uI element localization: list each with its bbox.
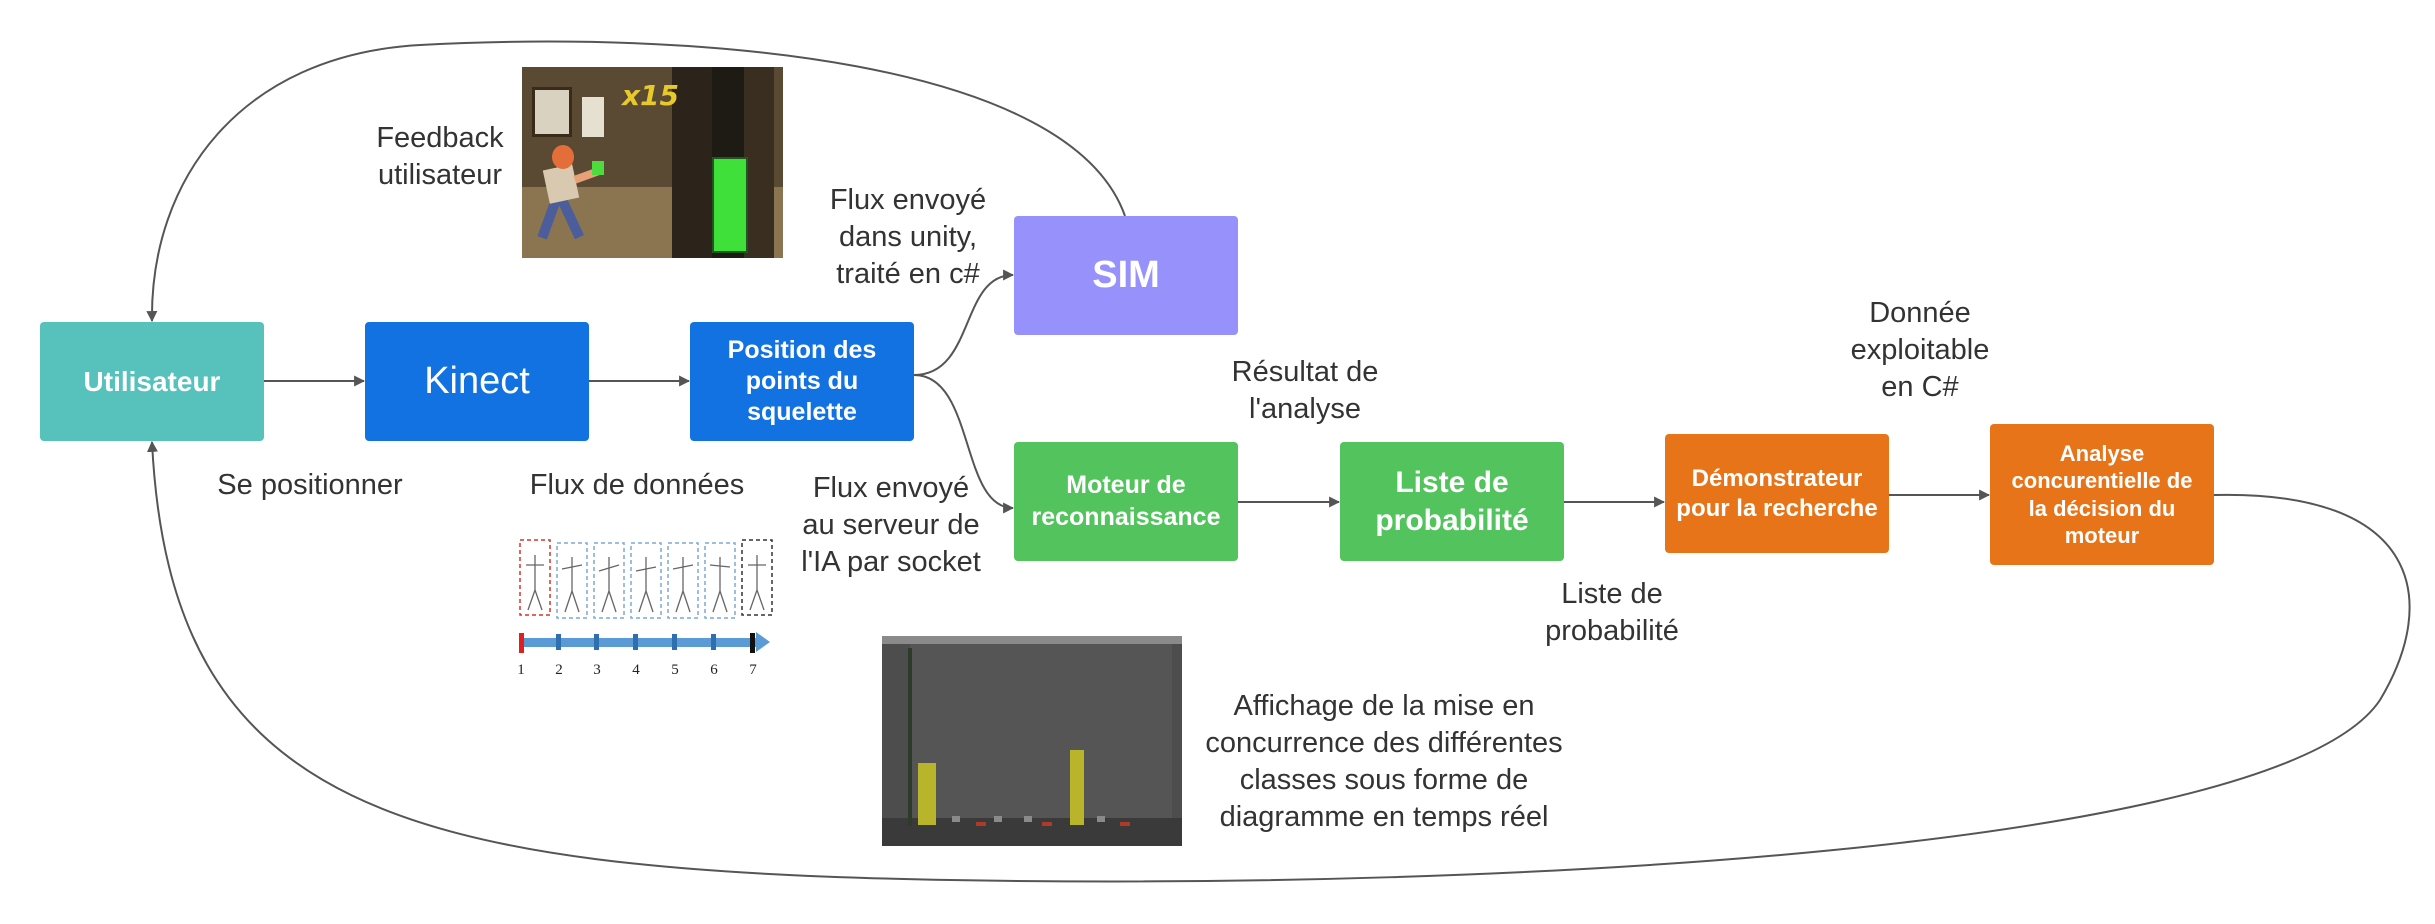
label-resultat-analyse: Résultat de l'analyse bbox=[1231, 356, 1379, 425]
game-wall-scroll bbox=[582, 97, 604, 137]
frame-number: 7 bbox=[749, 662, 757, 678]
timeline-track bbox=[522, 638, 762, 647]
timeline-start-marker bbox=[519, 633, 524, 653]
timeline-tick bbox=[594, 634, 599, 650]
node-position-label: Position des points du squelette bbox=[727, 335, 877, 427]
chart-bar bbox=[1042, 822, 1052, 826]
node-liste-probabilite: Liste de probabilité bbox=[1340, 442, 1564, 561]
skeleton-frame bbox=[519, 539, 551, 616]
node-kinect: Kinect bbox=[365, 322, 589, 441]
edge-position-moteur bbox=[913, 374, 1015, 514]
game-pillar-right bbox=[744, 67, 774, 258]
skeleton-figure bbox=[561, 557, 583, 613]
frame-number: 6 bbox=[710, 662, 718, 678]
timeline-arrowhead bbox=[756, 632, 770, 652]
label-flux-serveur-ia: Flux envoyé au serveur de l'IA par socke… bbox=[801, 472, 981, 578]
node-analyse-concurentielle: Analyse concurentielle de la décision du… bbox=[1990, 424, 2214, 565]
game-character-item bbox=[592, 161, 604, 175]
frame-number: 2 bbox=[555, 662, 563, 678]
label-feedback-utilisateur: Feedback utilisateur bbox=[376, 122, 504, 191]
skeleton-figure bbox=[672, 557, 694, 613]
game-score-text: x15 bbox=[622, 79, 680, 112]
frame-number: 3 bbox=[593, 662, 601, 678]
edge-position-sim bbox=[913, 269, 1015, 376]
frame-number: 4 bbox=[632, 662, 640, 678]
node-utilisateur: Utilisateur bbox=[40, 322, 264, 441]
skeleton-figure bbox=[748, 555, 766, 611]
game-screenshot-image: x15 bbox=[522, 67, 783, 258]
chart-bar bbox=[994, 816, 1002, 822]
node-analyse-label: Analyse concurentielle de la décision du… bbox=[2011, 440, 2193, 549]
chart-bar bbox=[976, 822, 986, 826]
node-sim-label: SIM bbox=[1092, 253, 1160, 296]
chart-bar bbox=[918, 763, 936, 825]
node-utilisateur-label: Utilisateur bbox=[83, 366, 221, 397]
label-flux-unity: Flux envoyé dans unity, traité en c# bbox=[829, 184, 987, 290]
node-demonstrateur: Démonstrateur pour la recherche bbox=[1665, 434, 1889, 553]
skeleton-frame bbox=[704, 542, 736, 619]
skeleton-sequence-image: 1 2 3 4 5 6 7 bbox=[517, 539, 773, 678]
node-sim: SIM bbox=[1014, 216, 1238, 335]
skeleton-frame bbox=[630, 542, 662, 619]
skeleton-frame bbox=[593, 542, 625, 619]
label-affichage-diagramme: Affichage de la mise en concurrence des … bbox=[1205, 690, 1563, 833]
game-wall-portrait bbox=[532, 87, 572, 137]
label-liste-probabilite: Liste de probabilité bbox=[1545, 578, 1679, 647]
timeline-tick bbox=[633, 634, 638, 650]
skeleton-figure bbox=[598, 557, 620, 613]
frame-number: 1 bbox=[517, 662, 525, 678]
timeline-end-marker bbox=[750, 633, 755, 653]
chart-bar bbox=[1097, 816, 1105, 822]
chart-bar bbox=[1120, 822, 1130, 826]
timeline-tick bbox=[711, 634, 716, 650]
skeleton-figure bbox=[526, 555, 544, 611]
node-position-squelette: Position des points du squelette bbox=[690, 322, 914, 441]
skeleton-frame bbox=[741, 539, 773, 616]
timeline-tick bbox=[556, 634, 561, 650]
chart-top-bar bbox=[882, 636, 1182, 644]
skeleton-figure bbox=[635, 557, 657, 613]
chart-bar bbox=[1024, 816, 1032, 822]
node-moteur-reconnaissance: Moteur de reconnaissance bbox=[1014, 442, 1238, 561]
chart-bar bbox=[1070, 750, 1084, 825]
skeleton-frame bbox=[667, 542, 699, 619]
skeleton-frame bbox=[556, 542, 588, 619]
node-kinect-label: Kinect bbox=[424, 359, 530, 402]
node-demo-label: Démonstrateur pour la recherche bbox=[1676, 464, 1878, 522]
node-moteur-label: Moteur de reconnaissance bbox=[1031, 471, 1221, 531]
edge-analyse-user-loop bbox=[146, 440, 2411, 883]
chart-axis-post bbox=[908, 648, 912, 826]
label-flux-donnees: Flux de données bbox=[529, 469, 745, 501]
frame-number: 5 bbox=[671, 662, 679, 678]
realtime-chart-screenshot bbox=[882, 636, 1182, 846]
game-character-head bbox=[552, 145, 574, 169]
chart-bar bbox=[952, 816, 960, 822]
game-pillar bbox=[672, 67, 712, 258]
timeline-tick bbox=[672, 634, 677, 650]
edge-sim-user-feedback bbox=[146, 40, 1126, 323]
chart-back-wall bbox=[910, 644, 1172, 819]
game-progress-bar bbox=[712, 157, 748, 253]
node-liste-label: Liste de probabilité bbox=[1375, 466, 1529, 537]
label-donnee-exploitable: Donnée exploitable en C# bbox=[1850, 297, 1990, 403]
skeleton-figure bbox=[709, 557, 731, 613]
label-se-positionner: Se positionner bbox=[217, 469, 403, 501]
